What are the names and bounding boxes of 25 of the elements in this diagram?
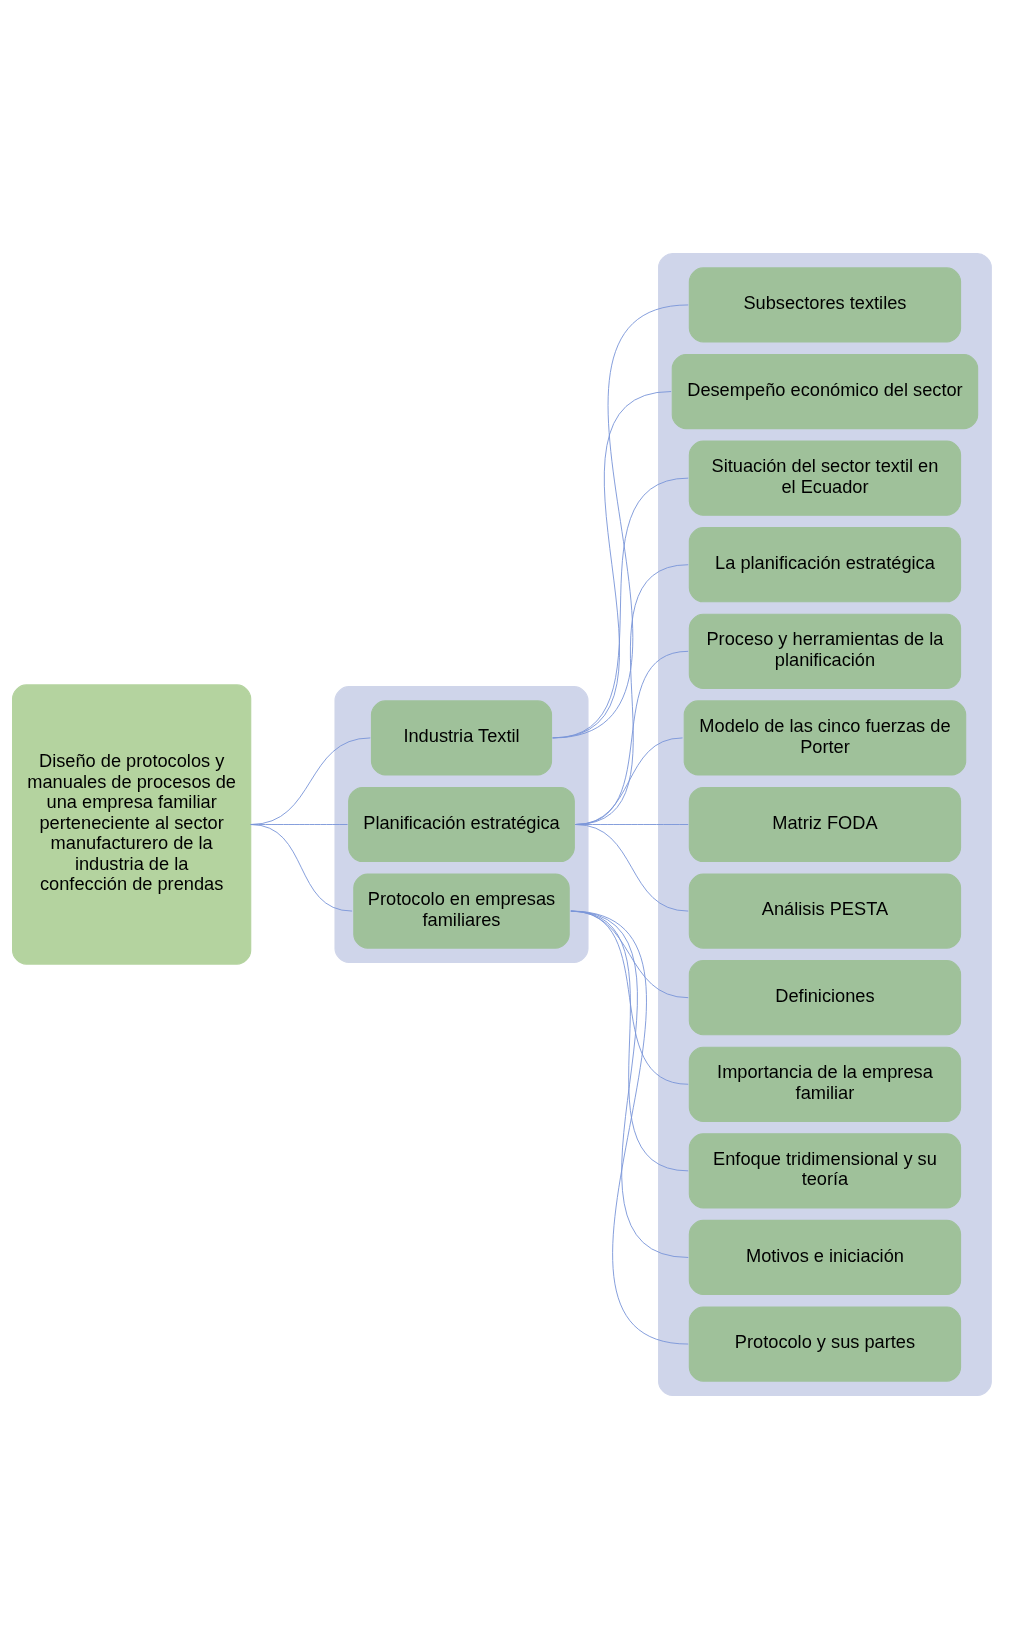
connector (574, 823, 689, 912)
node-box: Protocolo y sus partes (688, 1305, 962, 1382)
cluster (658, 252, 992, 1396)
node-box: Protocolo en empresas familiares (353, 873, 570, 949)
node-box: Industria Textil (370, 699, 553, 775)
node-box: Situación del sector textil en el Ecuador (688, 440, 962, 516)
node-box: Análisis PESTA (688, 873, 962, 949)
connector (570, 910, 689, 1344)
node-box: Planificación estratégica (348, 786, 575, 862)
connector (250, 823, 353, 912)
node-box: La planificación estratégica (688, 526, 962, 602)
node-box: Enfoque tridimensional y su teoría (688, 1132, 962, 1208)
node-box: Modelo de las cinco fuerzas de Porter (683, 699, 967, 775)
node-box: Diseño de protocolos y manuales de procesos de una empresa familiar perteneciente al sector manufacturero de la industria de la confección de prendas (12, 683, 252, 965)
connector (552, 304, 689, 738)
connector (552, 477, 689, 738)
node-box: Matriz FODA (688, 786, 962, 862)
node-box: Subsectores textiles (688, 266, 962, 343)
node-box: Desempeño económico del sector (671, 353, 979, 429)
node-box: Importancia de la empresa familiar (688, 1046, 962, 1122)
node-box: Definiciones (688, 959, 962, 1035)
node-box: Proceso y herramientas de la planificación (688, 613, 962, 689)
connector (552, 390, 672, 738)
node-box: Motivos e iniciación (688, 1219, 962, 1295)
cluster (334, 685, 589, 963)
